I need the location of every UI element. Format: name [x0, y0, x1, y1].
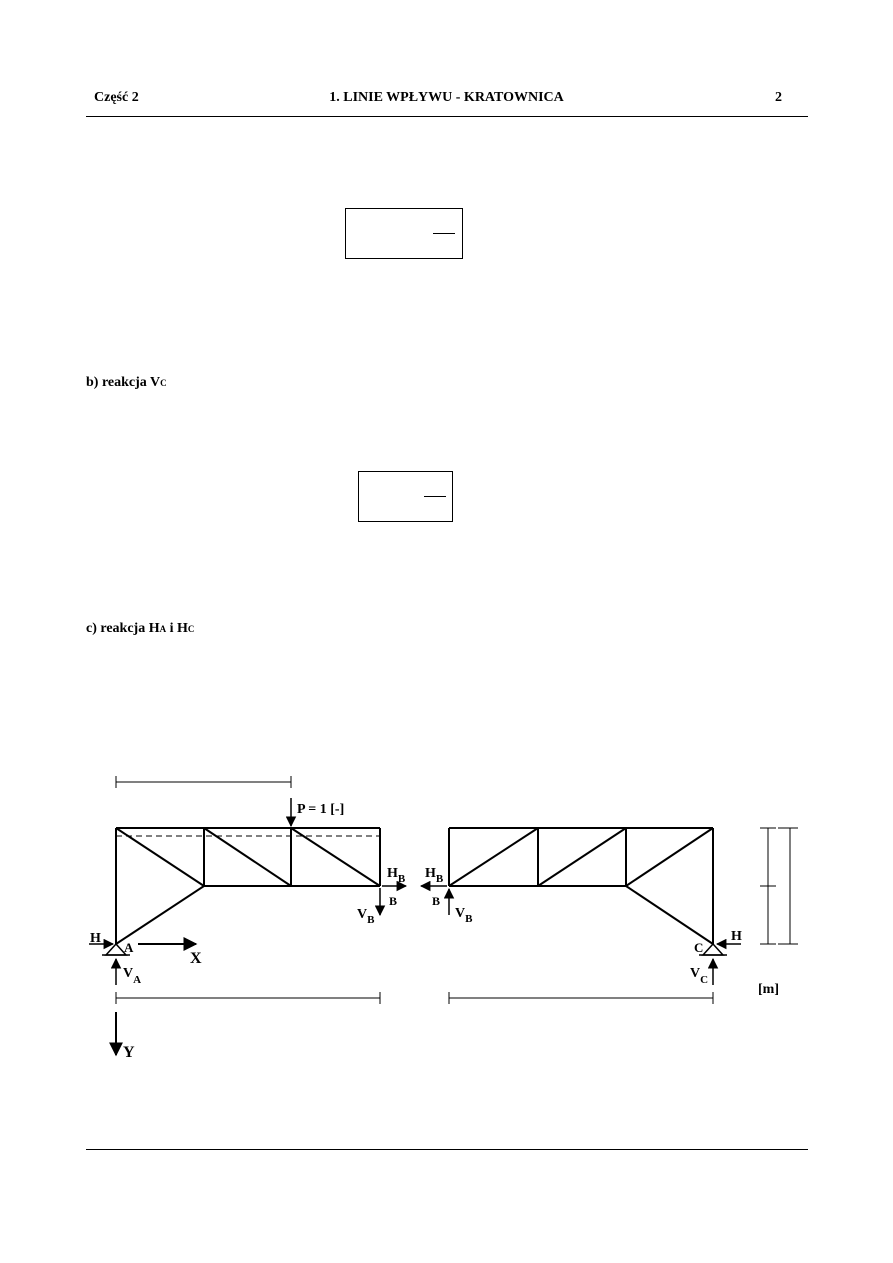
- section-b-text: b) reakcja V: [86, 375, 161, 390]
- formula-box-2: [358, 471, 453, 522]
- section-c-heading: c) reakcja HA i HC: [86, 621, 194, 637]
- label-y: Y: [123, 1044, 135, 1061]
- label-vc: VC: [690, 966, 708, 986]
- support-c: [699, 942, 727, 956]
- support-a: [102, 942, 130, 956]
- dimension-top-left: [115, 776, 292, 788]
- header-part-label: Część 2: [94, 90, 139, 105]
- section-b-subscript: C: [160, 378, 167, 388]
- section-c-subscript-a: A: [159, 624, 167, 634]
- formula-box-1: [345, 208, 463, 259]
- fraction-bar: [424, 496, 446, 497]
- label-hc: H: [731, 929, 742, 944]
- label-b-left: B: [389, 894, 397, 908]
- label-x: X: [190, 950, 202, 967]
- header-chapter-title: 1. LINIE WPŁYWU - KRATOWNICA: [329, 90, 564, 105]
- label-c: C: [694, 940, 703, 955]
- label-ha: H: [90, 931, 101, 946]
- section-c-text-mid: i H: [166, 621, 188, 636]
- label-va: VA: [123, 966, 141, 986]
- fraction-bar: [433, 233, 455, 234]
- header-page-number: 2: [775, 90, 782, 105]
- unit-label: [m]: [758, 982, 779, 997]
- dimension-vertical: [760, 827, 798, 945]
- dimension-bottom-right: [448, 992, 714, 1004]
- right-truss: [448, 827, 714, 945]
- label-vb-left: VB: [357, 907, 375, 926]
- footer-rule: [86, 1149, 808, 1150]
- dimension-bottom-left: [115, 992, 381, 1004]
- section-b-heading: b) reakcja VC: [86, 375, 167, 391]
- section-c-subscript-c: C: [187, 624, 195, 634]
- section-c-text: c) reakcja H: [86, 621, 160, 636]
- label-hb-left: HB: [387, 866, 406, 885]
- label-b-right: B: [432, 894, 440, 908]
- header-rule: [86, 116, 808, 117]
- label-vb-right: VB: [455, 906, 473, 925]
- load-label: P = 1 [-]: [297, 802, 344, 817]
- label-a: A: [124, 940, 134, 955]
- left-truss: [115, 827, 381, 945]
- label-hb-right: HB: [425, 866, 444, 885]
